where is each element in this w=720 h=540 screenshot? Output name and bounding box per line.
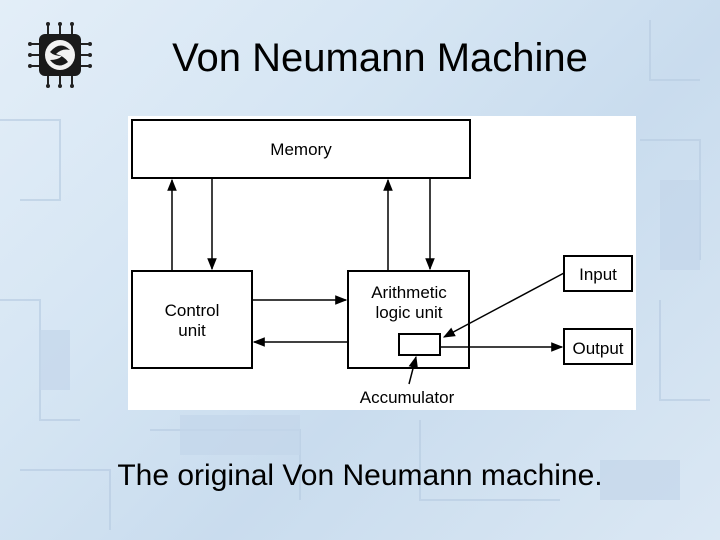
- arrow-input-to-accumulator: [442, 272, 565, 338]
- von-neumann-diagram: Memory Control unit Arithmetic logic uni…: [128, 116, 636, 410]
- chip-icon: [28, 22, 92, 88]
- memory-box: Memory: [131, 119, 471, 179]
- alu-box: Arithmetic logic unit: [347, 270, 470, 369]
- control-unit-label-line1: Control: [165, 301, 220, 320]
- control-unit-label-line2: unit: [178, 321, 206, 340]
- alu-label-line1: Arithmetic: [371, 283, 447, 302]
- memory-label: Memory: [270, 140, 332, 159]
- output-box: Output: [563, 328, 633, 365]
- slide-title: Von Neumann Machine: [172, 36, 588, 80]
- arrow-accumulator-pointer: [408, 355, 418, 385]
- diagram-background: [128, 116, 636, 410]
- accumulator-label: Accumulator: [360, 388, 455, 407]
- accumulator-register: [398, 333, 441, 356]
- input-label: Input: [579, 265, 617, 284]
- alu-label-line2: logic unit: [375, 303, 442, 322]
- slide-caption: The original Von Neumann machine.: [117, 459, 603, 492]
- control-unit-box: Control unit: [131, 270, 253, 369]
- output-label: Output: [572, 339, 623, 358]
